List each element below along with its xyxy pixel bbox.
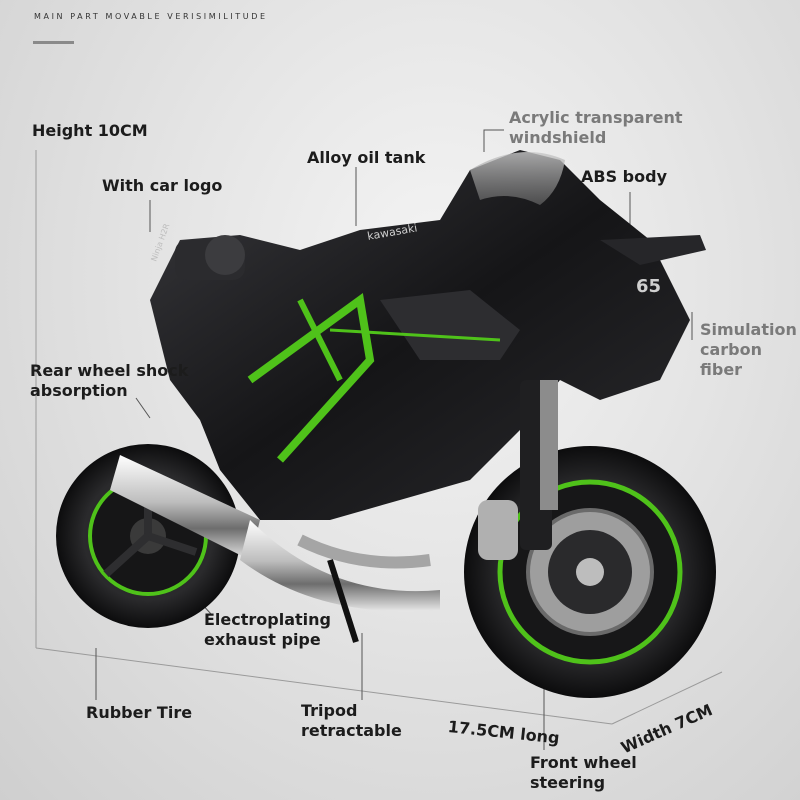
fairing-number: 65 (636, 276, 661, 297)
label-tripod-line2: retractable (301, 721, 402, 740)
exhaust-pipe (110, 455, 440, 612)
label-shock-line2: absorption (30, 381, 128, 400)
label-tire: Rubber Tire (86, 703, 193, 722)
label-car-logo: With car logo (102, 176, 223, 195)
label-shock-line1: Rear wheel shock (30, 361, 189, 380)
label-carbon-line3: fiber (700, 360, 743, 379)
dimension-lines (35, 150, 723, 725)
model-badge: Ninja H2R (149, 222, 171, 263)
label-exhaust-line2: exhaust pipe (204, 630, 321, 649)
label-windshield-line2: windshield (509, 128, 607, 147)
label-tripod-line1: Tripod (301, 701, 358, 720)
label-steering-line1: Front wheel (530, 753, 637, 772)
label-oil-tank: Alloy oil tank (307, 148, 426, 167)
label-exhaust-line1: Electroplating (204, 610, 331, 629)
kickstand (327, 559, 359, 643)
caption-underline (33, 41, 74, 44)
motorcycle-body: kawasaki 65 Ninja H2R (149, 150, 706, 550)
label-carbon-line2: carbon (700, 340, 763, 359)
label-windshield-line1: Acrylic transparent (509, 108, 683, 127)
label-carbon-line1: Simulation (700, 320, 797, 339)
front-wheel (464, 446, 716, 698)
label-abs-body: ABS body (581, 167, 667, 186)
label-height: Height 10CM (32, 121, 148, 140)
top-caption: MAIN PART MOVABLE VERISIMILITUDE (34, 12, 268, 21)
label-steering-line2: steering (530, 773, 606, 792)
